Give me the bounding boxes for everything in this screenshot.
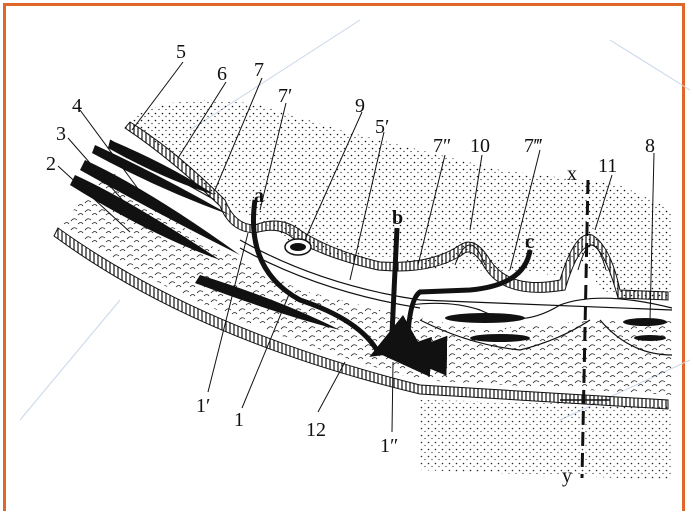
label-7-prime: 7′ [278, 85, 292, 107]
label-1: 1 [234, 409, 244, 431]
label-y: y [562, 465, 572, 487]
label-10: 10 [470, 135, 490, 157]
label-7: 7 [254, 59, 264, 81]
label-7-double-prime: 7″ [433, 135, 451, 157]
label-5: 5 [176, 41, 186, 63]
label-c: c [525, 231, 534, 253]
label-4: 4 [72, 95, 82, 117]
label-2: 2 [46, 153, 56, 175]
vessel-9 [285, 239, 311, 255]
label-a: a [254, 185, 264, 207]
label-12: 12 [306, 419, 326, 441]
label-3: 3 [56, 123, 66, 145]
lower-stipple-layer [420, 400, 672, 480]
label-x: x [567, 163, 577, 185]
label-11: 11 [598, 155, 617, 177]
label-5-prime: 5′ [375, 116, 389, 138]
label-6: 6 [217, 63, 227, 85]
label-9: 9 [355, 95, 365, 117]
label-1-prime: 1′ [196, 395, 210, 417]
label-b: b [392, 207, 403, 229]
label-8: 8 [645, 135, 655, 157]
label-7-triple-prime: 7‴ [524, 135, 543, 157]
label-1-double-prime: 1″ [380, 435, 398, 457]
